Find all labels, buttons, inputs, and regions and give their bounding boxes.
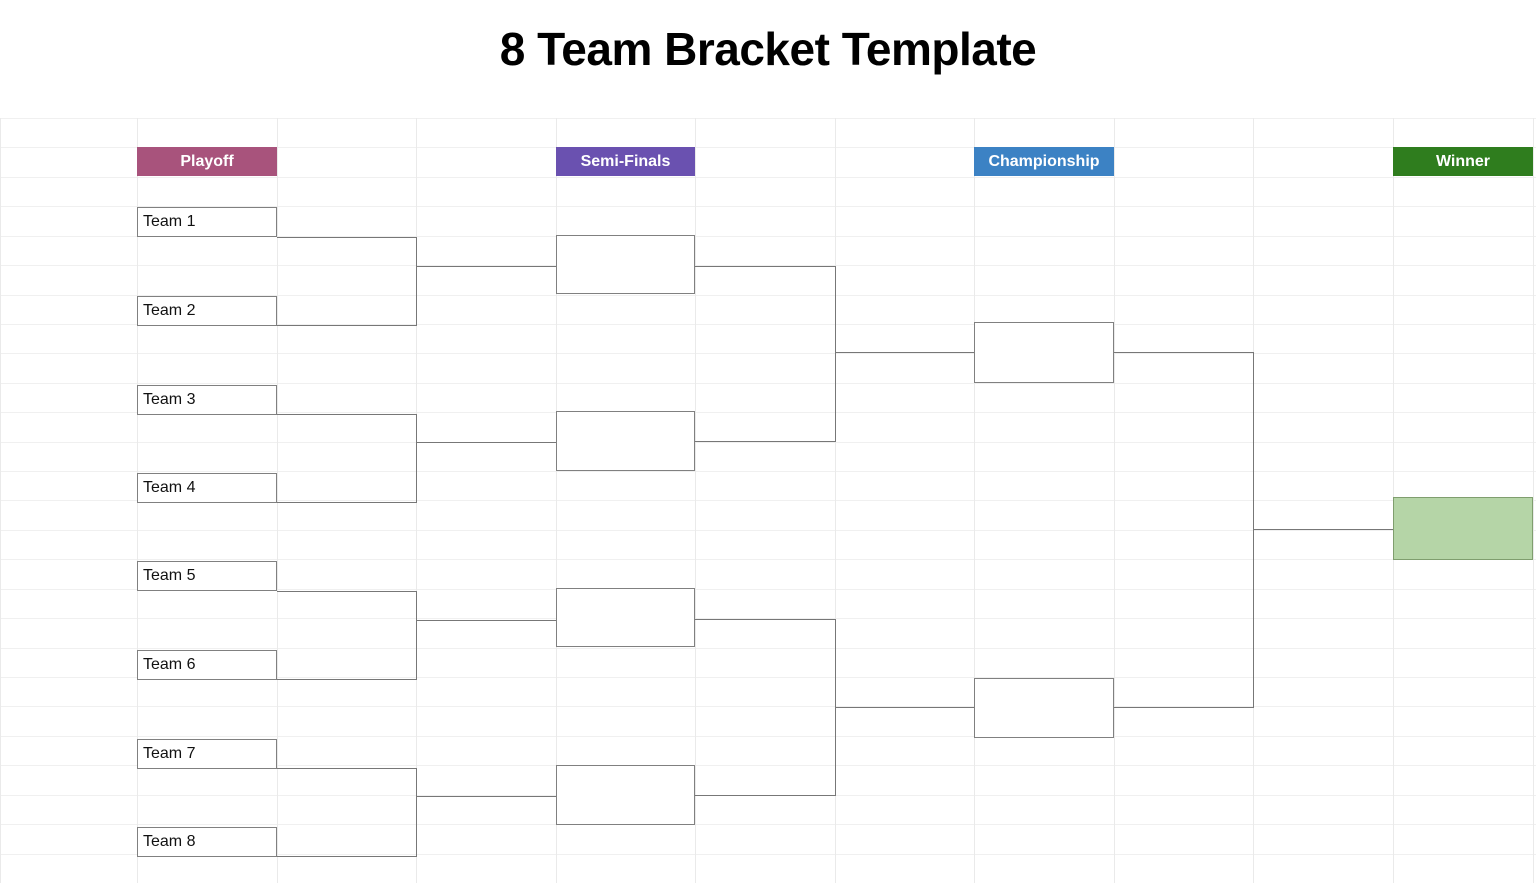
grid-column-line xyxy=(835,118,836,883)
grid-row-line xyxy=(0,206,1536,208)
team-box-6[interactable]: Team 6 xyxy=(137,650,277,680)
connector-r1-m3-out xyxy=(416,620,556,621)
connector-r1-m4-out xyxy=(416,796,556,797)
slot-championship-1[interactable] xyxy=(974,322,1114,383)
team-box-1[interactable]: Team 1 xyxy=(137,207,277,237)
connector-r2-m2-top xyxy=(695,619,835,620)
slot-semifinal-1[interactable] xyxy=(556,235,695,294)
grid-row-line xyxy=(0,559,1536,561)
team-box-7[interactable]: Team 7 xyxy=(137,739,277,769)
connector-r1-m3-top xyxy=(277,591,416,592)
grid-column-line xyxy=(1114,118,1115,883)
slot-semifinal-4[interactable] xyxy=(556,765,695,825)
grid-row-line xyxy=(0,529,1536,531)
connector-r1-m4-top xyxy=(277,768,416,769)
grid-row-line xyxy=(0,618,1536,620)
connector-r1-m2-join xyxy=(416,414,417,503)
grid-column-line xyxy=(695,118,696,883)
grid-row-line xyxy=(0,412,1536,414)
round-header-playoff: Playoff xyxy=(137,147,277,176)
grid-row-line xyxy=(0,441,1536,443)
grid-column-line xyxy=(0,118,1,883)
page-title: 8 Team Bracket Template xyxy=(499,23,1037,75)
grid-row-line xyxy=(0,294,1536,296)
grid-row-line xyxy=(0,735,1536,737)
grid-row-line xyxy=(0,765,1536,767)
connector-r2-m1-join xyxy=(835,266,836,442)
grid-row-line xyxy=(0,147,1536,149)
connector-r1-m1-bot xyxy=(277,325,416,326)
slot-semifinal-3[interactable] xyxy=(556,588,695,647)
grid-row-line xyxy=(0,353,1536,355)
grid-row-line xyxy=(0,853,1536,855)
grid-row-line xyxy=(0,824,1536,826)
connector-r1-m1-top xyxy=(277,237,416,238)
connector-r2-m2-out xyxy=(835,707,974,708)
grid-row-line xyxy=(0,176,1536,178)
grid-row-line xyxy=(0,265,1536,267)
connector-r3-m1-bot xyxy=(1114,707,1253,708)
team-box-2[interactable]: Team 2 xyxy=(137,296,277,326)
grid-row-line xyxy=(0,235,1536,237)
connector-r1-m2-out xyxy=(416,442,556,443)
grid-row-line xyxy=(0,471,1536,473)
connector-r1-m3-join xyxy=(416,591,417,680)
grid-row-line xyxy=(0,647,1536,649)
connector-r2-m1-top xyxy=(695,266,835,267)
connector-r3-m1-out xyxy=(1253,529,1393,530)
slot-championship-2[interactable] xyxy=(974,678,1114,738)
round-header-winner: Winner xyxy=(1393,147,1533,176)
grid-column-line xyxy=(556,118,557,883)
grid-row-line xyxy=(0,676,1536,678)
connector-r1-m4-join xyxy=(416,768,417,857)
round-header-championship: Championship xyxy=(974,147,1114,176)
connector-r3-m1-join xyxy=(1253,352,1254,708)
team-box-5[interactable]: Team 5 xyxy=(137,561,277,591)
connector-r2-m2-bot xyxy=(695,795,835,796)
connector-r1-m1-out xyxy=(416,266,556,267)
connector-r1-m3-bot xyxy=(277,679,416,680)
grid-column-line xyxy=(974,118,975,883)
grid-column-line xyxy=(277,118,278,883)
grid-row-line xyxy=(0,588,1536,590)
grid-column-line xyxy=(1533,118,1534,883)
connector-r1-m1-join xyxy=(416,237,417,326)
connector-r2-m2-join xyxy=(835,619,836,796)
team-box-8[interactable]: Team 8 xyxy=(137,827,277,857)
slot-winner-1[interactable] xyxy=(1393,497,1533,560)
grid-row-line xyxy=(0,706,1536,708)
connector-r1-m2-top xyxy=(277,414,416,415)
team-box-4[interactable]: Team 4 xyxy=(137,473,277,503)
grid-row-line xyxy=(0,382,1536,384)
connector-r1-m4-bot xyxy=(277,856,416,857)
connector-r2-m1-bot xyxy=(695,441,835,442)
team-box-3[interactable]: Team 3 xyxy=(137,385,277,415)
connector-r3-m1-top xyxy=(1114,352,1253,353)
connector-r1-m2-bot xyxy=(277,502,416,503)
slot-semifinal-2[interactable] xyxy=(556,411,695,471)
grid-row-line xyxy=(0,118,1536,119)
grid-row-line xyxy=(0,323,1536,325)
connector-r2-m1-out xyxy=(835,352,974,353)
round-header-semifinals: Semi-Finals xyxy=(556,147,695,176)
grid-row-line xyxy=(0,500,1536,502)
